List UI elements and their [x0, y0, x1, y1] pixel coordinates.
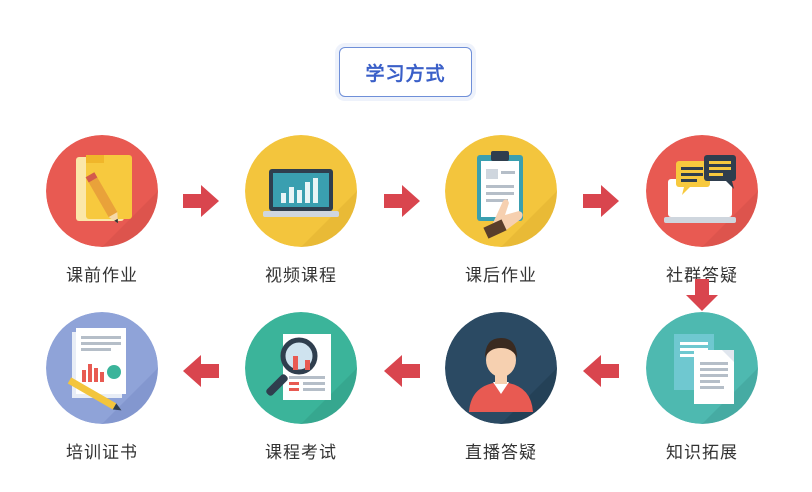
documents-icon — [646, 312, 758, 424]
arrow-left-icon — [183, 355, 219, 387]
step-label: 培训证书 — [66, 443, 138, 463]
step-label: 课前作业 — [66, 266, 138, 286]
step-label: 课后作业 — [465, 266, 537, 286]
arrow-right-icon — [583, 185, 619, 217]
arrow-right-icon — [384, 185, 420, 217]
laptop-chart-icon — [245, 135, 357, 247]
step-label: 社群答疑 — [666, 266, 738, 286]
step-label: 视频课程 — [265, 266, 337, 286]
step-label: 课程考试 — [265, 443, 337, 463]
report-pen-icon — [46, 312, 158, 424]
magnifier-document-icon — [245, 312, 357, 424]
arrow-left-icon — [384, 355, 420, 387]
presenter-icon — [445, 312, 557, 424]
page-title: 学习方式 — [339, 47, 472, 97]
clipboard-icon — [445, 135, 557, 247]
arrow-right-icon — [183, 185, 219, 217]
arrow-left-icon — [583, 355, 619, 387]
arrow-down-icon — [686, 279, 718, 311]
step-label: 知识拓展 — [666, 443, 738, 463]
folder-pencil-icon — [46, 135, 158, 247]
chat-bubbles-icon — [646, 135, 758, 247]
step-label: 直播答疑 — [465, 443, 537, 463]
